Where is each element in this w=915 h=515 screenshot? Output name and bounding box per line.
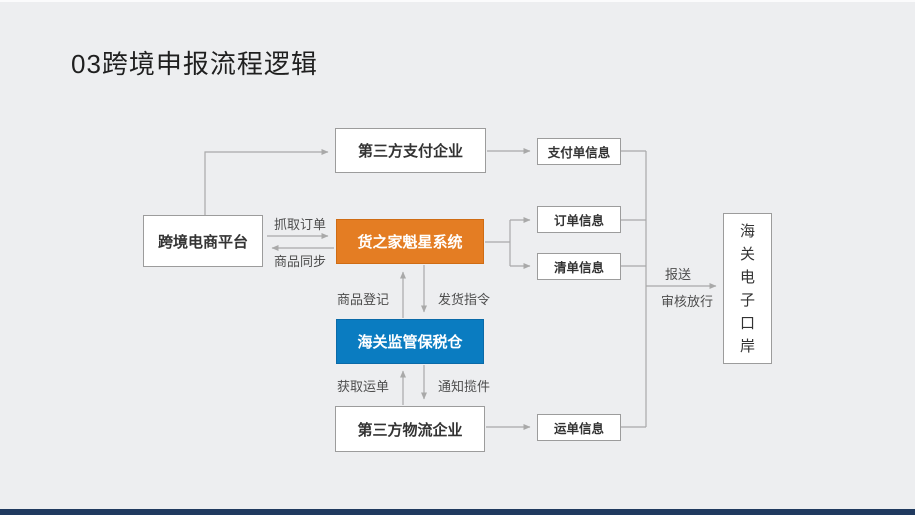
node-third-party-logistics-company: 第三方物流企业: [335, 406, 485, 452]
edge-label-grab-order: 抓取订单: [273, 217, 326, 232]
edge-label-submit: 报送: [664, 267, 691, 282]
node-manifest-info: 清单信息: [537, 253, 621, 280]
node-label: 运单信息: [553, 422, 604, 436]
page-title: 03跨境申报流程逻辑: [71, 49, 318, 79]
node-customs-electronic-port: 海关电子口岸: [723, 213, 772, 364]
node-label: 第三方支付企业: [357, 143, 463, 160]
edge-label-shipping-command: 发货指令: [437, 292, 490, 307]
node-label: 第三方物流企业: [357, 421, 463, 439]
edge-label-product-sync: 商品同步: [273, 254, 326, 269]
node-label: 海关电子口岸: [739, 222, 755, 355]
node-kuixing-system: 货之家魁星系统: [336, 219, 484, 264]
node-waybill-info: 运单信息: [537, 414, 621, 441]
edge-label-notify-pickup: 通知揽件: [437, 379, 490, 394]
node-label: 清单信息: [553, 261, 604, 275]
node-label: 订单信息: [553, 214, 604, 228]
node-label: 货之家魁星系统: [357, 234, 463, 251]
node-payment-slip-info: 支付单信息: [537, 138, 621, 165]
top-edge-highlight: [0, 0, 915, 2]
node-order-info: 订单信息: [537, 206, 621, 233]
node-label: 跨境电商平台: [157, 233, 248, 251]
edge-label-audit-release: 审核放行: [660, 294, 713, 309]
node-label: 海关监管保税仓: [357, 334, 463, 351]
bottom-accent-bar: [0, 509, 915, 515]
edge-label-product-register: 商品登记: [336, 292, 389, 307]
node-customs-bonded-warehouse: 海关监管保税仓: [336, 319, 484, 364]
node-label: 支付单信息: [547, 146, 611, 160]
node-third-party-payment-company: 第三方支付企业: [335, 128, 486, 173]
edge-label-get-waybill: 获取运单: [336, 379, 389, 394]
node-cross-border-ecommerce-platform: 跨境电商平台: [143, 215, 263, 267]
